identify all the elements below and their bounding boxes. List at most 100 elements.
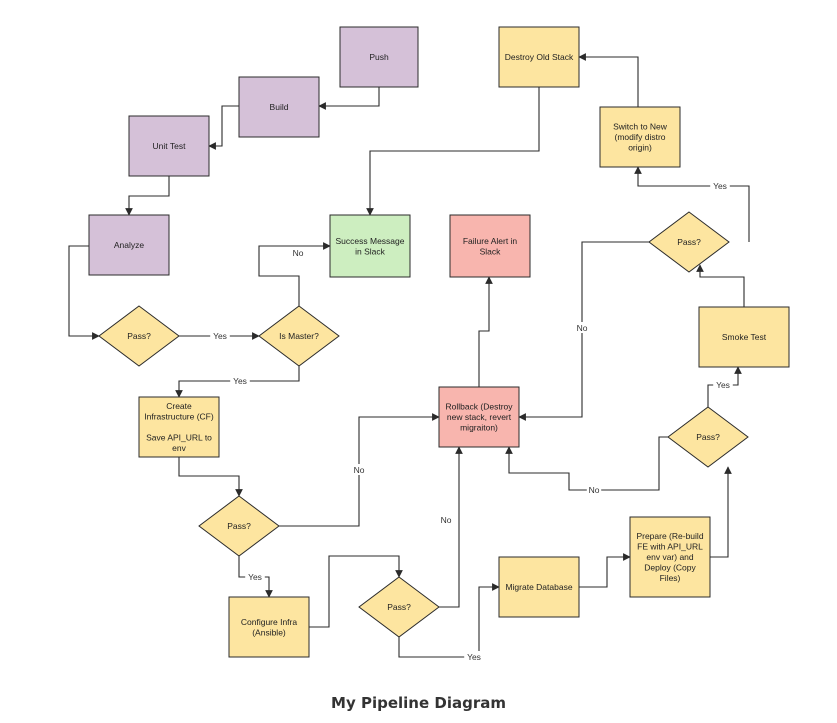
node-configure-label-1: (Ansible) <box>252 627 286 637</box>
node-pass3-label-0: Pass? <box>387 602 411 612</box>
node-pass3: Pass? <box>358 576 440 638</box>
edge-passtop-switch <box>634 166 750 242</box>
edge-label-no-ismaster: No <box>293 248 304 258</box>
edge-pass3-rollback <box>439 446 463 608</box>
node-analyze: Analyze <box>88 214 170 276</box>
node-smoke-box <box>698 306 790 368</box>
node-prepare-label-3: Deploy (Copy <box>644 563 696 573</box>
node-push-label-0: Push <box>369 52 389 62</box>
node-switch-new-label-1: (modify distro <box>614 132 665 142</box>
node-rollback-box <box>438 386 520 448</box>
node-build-label-0: Build <box>270 102 289 112</box>
node-rollback-label-1: new stack, revert <box>447 412 512 422</box>
node-pass-right-label-0: Pass? <box>696 432 720 442</box>
edge-smoke-passtop <box>696 264 745 307</box>
node-create-infra-label-1: Infrastructure (CF) <box>144 412 214 422</box>
node-create-infra-label-4: env <box>172 443 186 453</box>
edge-configure-pass3 <box>309 555 403 628</box>
node-pass1-diamond <box>98 305 180 367</box>
node-build: Build <box>238 76 320 138</box>
node-pass-top: Pass? <box>648 211 730 273</box>
node-build-box <box>238 76 320 138</box>
node-switch-new-label-2: origin) <box>628 143 652 153</box>
edge-create-pass2 <box>178 457 243 497</box>
node-failure-label-0: Failure Alert in <box>463 236 518 246</box>
node-pass2-diamond <box>198 495 280 557</box>
edge-label-no-passtop-bg <box>574 322 590 333</box>
node-unit-test-label-0: Unit Test <box>153 141 187 151</box>
edge-label-yes-pass1: Yes <box>213 331 227 341</box>
edge-label-no-ismaster-bg <box>290 247 306 258</box>
node-destroy-old-label-0: Destroy Old Stack <box>505 52 574 62</box>
node-create-infra-box <box>138 396 220 458</box>
edge-rollback-failure <box>478 276 493 387</box>
edge-switch-destroy <box>578 53 639 107</box>
node-pass2: Pass? <box>198 495 280 557</box>
node-push: Push <box>339 26 419 88</box>
edge-ismaster-success <box>258 242 331 306</box>
edge-destroy-success <box>366 87 540 216</box>
node-create-infra-label-3: Save API_URL to <box>146 433 212 443</box>
edge-label-no-pass3: No <box>441 515 452 525</box>
node-pass-top-label-0: Pass? <box>677 237 701 247</box>
node-success-label-1: in Slack <box>355 246 386 256</box>
edge-label-no-passright-bg <box>586 484 602 495</box>
node-prepare-label-1: FE with API_URL <box>637 542 703 552</box>
edge-label-yes-ismaster: Yes <box>233 376 247 386</box>
edge-label-yes-pass2: Yes <box>248 572 262 582</box>
edge-unittest-analyze <box>125 176 170 216</box>
edge-passright-rollback <box>505 436 668 491</box>
node-analyze-box <box>88 214 170 276</box>
node-unit-test: Unit Test <box>128 115 210 177</box>
node-failure-label-1: Slack <box>480 246 502 256</box>
edge-label-no-passright: No <box>589 485 600 495</box>
node-configure-label-0: Configure Infra <box>241 617 297 627</box>
edge-label-no-pass3-bg <box>438 514 454 525</box>
node-success-label-0: Success Message <box>336 236 405 246</box>
node-configure-box <box>228 596 310 658</box>
node-unit-test-box <box>128 115 210 177</box>
edge-label-no-passtop: No <box>577 323 588 333</box>
node-is-master-label-0: Is Master? <box>279 331 319 341</box>
node-failure-box <box>449 214 531 278</box>
node-rollback-label-2: migraiton) <box>460 423 498 433</box>
node-destroy-old-box <box>498 26 580 88</box>
edge-label-yes-pass3: Yes <box>467 652 481 662</box>
edge-label-yes-passtop: Yes <box>713 181 727 191</box>
node-pass3-diamond <box>358 576 440 638</box>
edge-push-build <box>318 87 380 110</box>
node-is-master: Is Master? <box>258 305 340 367</box>
edge-migrate-prepare <box>579 553 631 588</box>
node-configure: Configure Infra(Ansible) <box>228 596 310 658</box>
edge-label-yes-passtop-bg <box>710 180 730 191</box>
node-prepare-label-4: Files) <box>660 573 681 583</box>
node-analyze-label-0: Analyze <box>114 240 145 250</box>
edge-label-yes-pass3-bg <box>464 651 484 662</box>
node-switch-new-box <box>599 106 681 168</box>
edge-label-yes-pass1-bg <box>210 330 230 341</box>
edge-prepare-passright <box>710 466 732 558</box>
node-pass-right: Pass? <box>667 406 749 468</box>
node-pass2-label-0: Pass? <box>227 521 251 531</box>
node-migrate: Migrate Database <box>498 556 580 618</box>
edge-label-no-pass2-bg <box>351 464 367 475</box>
node-pass-top-diamond <box>648 211 730 273</box>
node-pass1-label-0: Pass? <box>127 331 151 341</box>
node-pass1: Pass? <box>98 305 180 367</box>
node-create-infra-label-0: Create <box>166 401 192 411</box>
node-push-box <box>339 26 419 88</box>
edge-label-no-pass2: No <box>354 465 365 475</box>
node-migrate-label-0: Migrate Database <box>505 582 572 592</box>
node-migrate-box <box>498 556 580 618</box>
node-switch-new-label-0: Switch to New <box>613 122 668 132</box>
edge-label-yes-ismaster-bg <box>230 375 250 386</box>
node-smoke: Smoke Test <box>698 306 790 368</box>
